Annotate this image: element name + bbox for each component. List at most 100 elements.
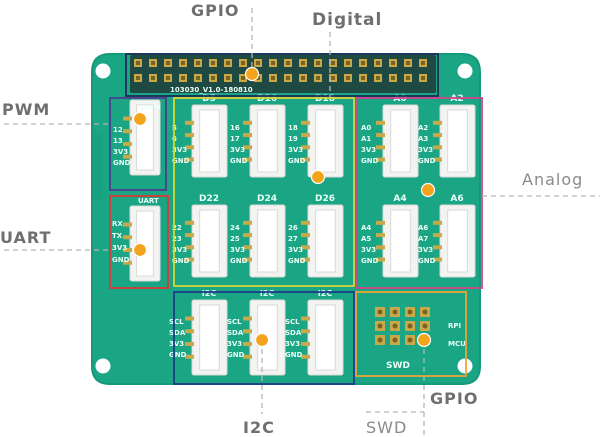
connector-pin: [243, 120, 252, 125]
frame-swd: [355, 291, 467, 377]
label-digital: Digital: [312, 10, 383, 30]
connector-pin: [376, 233, 385, 238]
analog-pin-label: GND: [361, 157, 379, 165]
digital-header: D5: [202, 94, 216, 104]
connector-pin: [123, 235, 132, 240]
i2c-pin-label: GND: [169, 351, 187, 359]
gpio-pin-core: [391, 61, 395, 65]
connector-pin: [433, 157, 442, 162]
connector-pin: [376, 257, 385, 262]
swd-title: SWD: [386, 361, 410, 371]
digital-pin-label: GND: [230, 157, 248, 165]
gpio-pin-core: [406, 76, 410, 80]
marker-swd: [416, 332, 432, 348]
swd-pad-hole: [407, 309, 413, 315]
i2c-pin-label: GND: [227, 351, 245, 359]
connector-pin: [185, 145, 194, 150]
analog-pin-label: A1: [361, 135, 371, 143]
silkscreen-text: 103030_V1.0-180810PWM12133V3GNDUARTRXTX3…: [112, 86, 466, 371]
grove-connector: [376, 204, 419, 278]
i2c-pin-label: 3V3: [169, 340, 184, 348]
digital-pin-label: GND: [172, 157, 190, 165]
mounting-holes: [95, 63, 473, 374]
connector-pin: [301, 354, 310, 359]
connector-pin: [301, 257, 310, 262]
connector-pin: [301, 342, 310, 346]
gpio-pin-core: [151, 76, 155, 80]
digital-pin-label: 18: [288, 124, 298, 132]
frame-uart: [109, 195, 169, 289]
digital-pin-label: 3V3: [172, 146, 187, 154]
gpio-pin-core: [271, 61, 275, 65]
gpio-pin-core: [256, 61, 260, 65]
analog-pin-label: GND: [418, 157, 436, 165]
connector-slot: [390, 109, 411, 173]
analog-header: A6: [450, 194, 463, 204]
frame-pwm: [109, 97, 167, 191]
i2c-pin-label: SCL: [169, 318, 184, 326]
gpio-pin-core: [346, 61, 350, 65]
connector-pin: [185, 220, 194, 225]
analog-header: A4: [393, 194, 406, 204]
swd-pad-hole: [377, 309, 383, 315]
digital-pin-label: 26: [288, 224, 298, 232]
analog-pin-label: A4: [361, 224, 371, 232]
uart-pin-label: RX: [112, 220, 123, 228]
connector-pin: [433, 233, 442, 238]
gpio-pin-core: [391, 76, 395, 80]
i2c-header: I2C: [202, 289, 217, 298]
connector-pin: [123, 222, 132, 227]
connector-pin: [185, 354, 194, 359]
gpio-pin-core: [241, 61, 245, 65]
connector-pin: [376, 120, 385, 125]
digital-header: D18: [315, 94, 335, 104]
pwm-pin-label: 3V3: [113, 148, 128, 156]
digital-pin-label: 17: [230, 135, 240, 143]
gpio-pin-core: [286, 61, 290, 65]
gpio-pin-core: [316, 76, 320, 80]
label-i2c: I2C: [243, 418, 275, 437]
analog-pin-label: 3V3: [361, 146, 376, 154]
i2c-pin-label: SDA: [285, 329, 302, 337]
connector-pin: [243, 316, 252, 321]
digital-pin-label: 24: [230, 224, 240, 232]
grove-connector: [243, 104, 286, 178]
pwm-pin-label: GND: [113, 159, 131, 167]
marker-i2c: [254, 332, 270, 348]
frame-i2c: [173, 291, 355, 385]
analog-header: A0: [393, 94, 406, 104]
label-pwm: PWM: [2, 100, 51, 119]
marker-gpio: [244, 66, 260, 82]
connector-pin: [243, 354, 252, 359]
swd-pad-hole: [407, 337, 413, 343]
label-gpio-bottom: GPIO: [430, 389, 479, 408]
gpio-pin-core: [346, 76, 350, 80]
gpio-pin-core: [226, 76, 230, 80]
digital-pin-label: 27: [288, 235, 298, 243]
uart-pin-label: GND: [112, 256, 130, 264]
i2c-header: I2C: [260, 289, 275, 298]
connector-pin: [185, 233, 194, 238]
connector-slot: [390, 209, 411, 273]
i2c-pin-label: GND: [285, 351, 303, 359]
connector-pin: [243, 233, 252, 238]
gpio-pin-core: [196, 76, 200, 80]
gpio-pin-core: [166, 61, 170, 65]
connector-pin: [123, 154, 132, 159]
swd-pad-hole: [392, 337, 398, 343]
connector-pin: [301, 145, 310, 150]
marker-digital: [310, 169, 326, 185]
gpio-pin-core: [316, 61, 320, 65]
swd-pad-hole: [392, 309, 398, 315]
grove-connector: [433, 204, 476, 278]
digital-pin-label: GND: [288, 257, 306, 265]
label-analog: Analog: [522, 170, 584, 189]
connector-pin: [376, 133, 385, 138]
digital-header: D26: [315, 194, 335, 204]
digital-pin-label: 3V3: [288, 246, 303, 254]
gpio-pin-core: [331, 61, 335, 65]
connector-pin: [185, 316, 194, 321]
digital-pin-label: GND: [230, 257, 248, 265]
gpio-pin-core: [271, 76, 275, 80]
grove-connector: [301, 204, 344, 278]
